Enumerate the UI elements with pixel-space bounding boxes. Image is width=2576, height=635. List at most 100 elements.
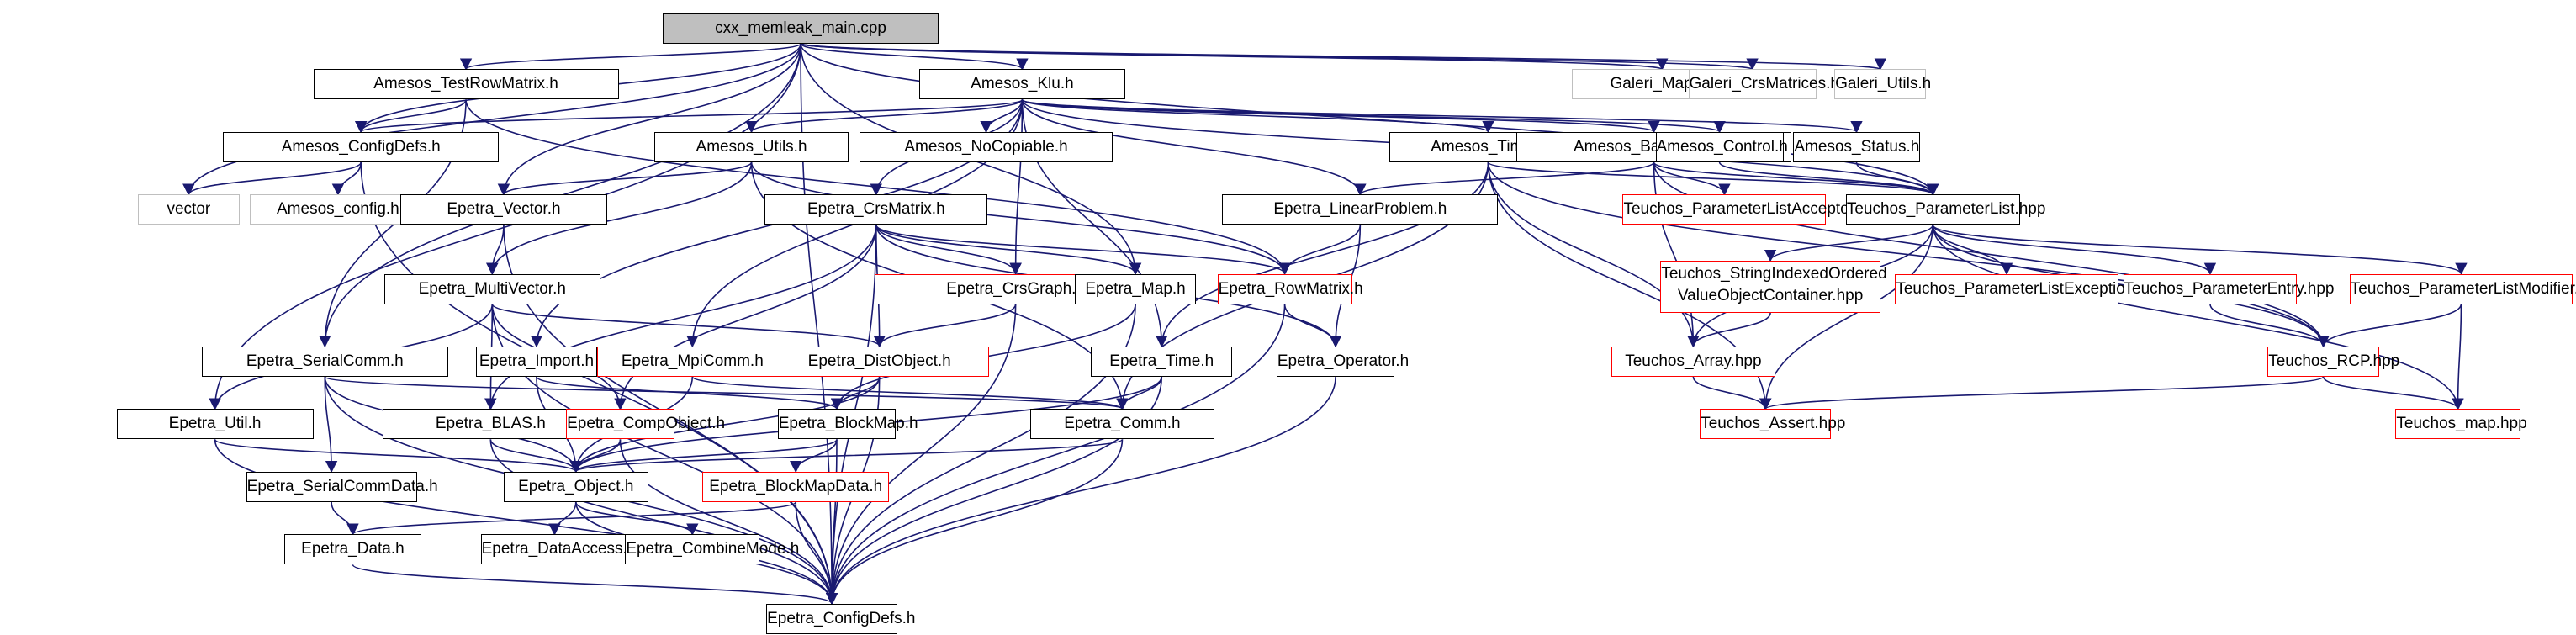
edge-teuchos_rcp-to-teuchos_map (2322, 376, 2464, 410)
node-teuchos-rcp[interactable]: Teuchos_RCP.hpp (2267, 346, 2400, 377)
node-label: Epetra_ConfigDefs.h (767, 609, 916, 627)
node-label: Epetra_LinearProblem.h (1273, 200, 1447, 219)
node-label: Epetra_BLAS.h (435, 415, 546, 433)
edge-amesos_time-to-teuchos_parameterlist (1487, 161, 1939, 196)
edge-amesos_klu-to-amesos_configdefs (355, 98, 1024, 134)
node-teuchos-parameterlistacceptor[interactable]: Teuchos_ParameterListAcceptor.hpp (1622, 194, 1885, 225)
edge-amesos_utils-to-epetra_multivector (486, 161, 753, 275)
edge-epetra_util-to-epetra_object (214, 438, 582, 474)
node-amesos-klu[interactable]: Amesos_Klu.h (918, 69, 1126, 100)
edge-epetra_crsmatrix-to-epetra_crsgraph (875, 225, 1022, 275)
node-teuchos-parameterentry[interactable]: Teuchos_ParameterEntry.hpp (2123, 273, 2334, 304)
node-epetra-rowmatrix[interactable]: Epetra_RowMatrix.h (1217, 273, 1363, 304)
edge-epetra_crsgraph-to-epetra_distobject (873, 304, 1017, 348)
node-label: cxx_memleak_main.cpp (715, 19, 886, 37)
node-amesos-utils[interactable]: Amesos_Utils.h (654, 131, 849, 162)
node-teuchos-stringindexed[interactable]: Teuchos_StringIndexedOrdered ValueObject… (1660, 260, 1887, 313)
node-epetra-serialcommdata[interactable]: Epetra_SerialCommData.h (246, 471, 438, 502)
node-epetra-comm[interactable]: Epetra_Comm.h (1030, 409, 1214, 440)
edge-epetra_compobject-to-epetra_configdefs (619, 439, 838, 606)
node-label: Teuchos_Array.hpp (1625, 352, 1762, 370)
node-epetra-vector[interactable]: Epetra_Vector.h (400, 194, 607, 225)
node-label: Epetra_CrsMatrix.h (807, 200, 945, 219)
node-amesos-status[interactable]: Amesos_Status.h (1793, 131, 1920, 162)
node-label: Epetra_Map.h (1085, 279, 1186, 298)
node-epetra-operator[interactable]: Epetra_Operator.h (1276, 346, 1409, 377)
node-epetra-map[interactable]: Epetra_Map.h (1074, 273, 1197, 304)
edge-teuchos_parameterlistmodifier-to-teuchos_map (2452, 304, 2464, 410)
node-amesos-config[interactable]: Amesos_config.h (249, 194, 427, 225)
edge-amesos_klu-to-amesos_time (1021, 98, 1494, 134)
node-epetra-time[interactable]: Epetra_Time.h (1091, 346, 1233, 377)
edge-amesos_control-to-teuchos_parameterlist (1718, 161, 1939, 196)
node-epetra-serialcomm[interactable]: Epetra_SerialComm.h (201, 346, 448, 377)
node-amesos-testrowmatrix[interactable]: Amesos_TestRowMatrix.h (313, 69, 619, 100)
node-epetra-multivector[interactable]: Epetra_MultiVector.h (383, 273, 601, 304)
node-epetra-blas[interactable]: Epetra_BLAS.h (382, 409, 600, 440)
edge-teuchos_rcp-to-teuchos_assert (1759, 376, 2325, 410)
node-epetra-linearproblem[interactable]: Epetra_LinearProblem.h (1222, 194, 1499, 225)
edge-epetra_distobject-to-epetra_object (569, 376, 881, 474)
node-galeri-crsmatrices[interactable]: Galeri_CrsMatrices.h (1688, 69, 1839, 100)
edge-teuchos_parameterlist-to-teuchos_stringindexed (1764, 225, 1934, 262)
node-epetra-compobject[interactable]: Epetra_CompObject.h (566, 409, 726, 440)
node-label: Epetra_CombineMode.h (626, 540, 800, 558)
node-galeri-utils[interactable]: Galeri_Utils.h (1834, 69, 1932, 100)
edge-teuchos_parameterlist-to-teuchos_parameterlistmodifier (1932, 224, 2468, 275)
node-label: Epetra_Vector.h (447, 200, 561, 219)
node-label: Epetra_Util.h (168, 415, 262, 433)
node-label: Amesos_config.h (277, 200, 399, 219)
node-epetra-blockmapdata[interactable]: Epetra_BlockMapData.h (702, 471, 890, 502)
node-epetra-data[interactable]: Epetra_Data.h (283, 534, 422, 565)
node-label: Galeri_Utils.h (1835, 75, 1932, 93)
edge-epetra_blockmap-to-epetra_configdefs (825, 439, 838, 606)
node-label: Epetra_BlockMapData.h (709, 477, 883, 495)
node-label: Teuchos_RCP.hpp (2268, 352, 2400, 370)
node-epetra-mpicomm[interactable]: Epetra_MpiComm.h (597, 346, 788, 377)
node-label: Teuchos_ParameterListModifier.hpp (2350, 279, 2576, 298)
edge-teuchos_parameterlistmodifier-to-teuchos_rcp (2317, 304, 2462, 348)
node-label: Epetra_RowMatrix.h (1218, 279, 1363, 298)
node-amesos-control[interactable]: Amesos_Control.h (1655, 131, 1788, 162)
node-label: Teuchos_ParameterListExceptions.hpp (1896, 279, 2173, 298)
node-epetra-distobject[interactable]: Epetra_DistObject.h (769, 346, 990, 377)
edge-amesos_klu-to-amesos_utils (745, 98, 1024, 134)
node-label: Epetra_Comm.h (1064, 415, 1181, 433)
node-epetra-import[interactable]: Epetra_Import.h (475, 346, 598, 377)
node-label: Amesos_ConfigDefs.h (281, 137, 441, 156)
node-teuchos-array[interactable]: Teuchos_Array.hpp (1611, 346, 1775, 377)
edge-amesos_status-to-teuchos_parameterlist (1855, 161, 1939, 196)
node-amesos-configdefs[interactable]: Amesos_ConfigDefs.h (223, 131, 500, 162)
node-vector[interactable]: vector (137, 194, 240, 225)
node-epetra-crsmatrix[interactable]: Epetra_CrsMatrix.h (764, 194, 988, 225)
edge-amesos_klu-to-amesos_status (1021, 98, 1863, 134)
edge-cxx_memleak_main-to-vector (182, 43, 801, 196)
node-cxx-memleak-main[interactable]: cxx_memleak_main.cpp (663, 13, 939, 44)
edge-amesos_klu-to-epetra_linearproblem (1021, 99, 1367, 196)
edge-epetra_serialcomm-to-epetra_serialcommdata (324, 376, 338, 474)
edge-epetra_multivector-to-epetra_distobject (491, 303, 886, 348)
edge-epetra_serialcomm-to-epetra_comm (324, 376, 1129, 410)
node-label: Epetra_BlockMap.h (778, 415, 918, 433)
node-teuchos-parameterlistexceptions[interactable]: Teuchos_ParameterListExceptions.hpp (1895, 273, 2173, 304)
node-amesos-nocopiable[interactable]: Amesos_NoCopiable.h (860, 131, 1113, 162)
edge-amesos_basesolver-to-teuchos_parameterlistacceptor (1653, 161, 1731, 196)
node-label: Epetra_DistObject.h (807, 352, 951, 370)
node-epetra-blockmap[interactable]: Epetra_BlockMap.h (777, 409, 918, 440)
node-label: Epetra_Object.h (518, 477, 634, 495)
edge-epetra_blas-to-epetra_configdefs (489, 439, 838, 606)
node-teuchos-parameterlist[interactable]: Teuchos_ParameterList.hpp (1845, 194, 2045, 225)
node-epetra-util[interactable]: Epetra_Util.h (116, 409, 314, 440)
node-teuchos-parameterlistmodifier[interactable]: Teuchos_ParameterListModifier.hpp (2349, 273, 2576, 304)
edge-epetra_crsmatrix-to-epetra_rowmatrix (875, 225, 1291, 275)
node-epetra-configdefs[interactable]: Epetra_ConfigDefs.h (766, 603, 916, 634)
node-teuchos-assert[interactable]: Teuchos_Assert.hpp (1700, 409, 1845, 440)
edge-epetra_util-to-epetra_configdefs (214, 439, 838, 606)
node-epetra-object[interactable]: Epetra_Object.h (503, 471, 648, 502)
node-epetra-dataaccess[interactable]: Epetra_DataAccess.h (480, 534, 636, 565)
node-epetra-combinemode[interactable]: Epetra_CombineMode.h (625, 534, 800, 565)
node-label: vector (167, 200, 211, 219)
edge-teuchos_parameterlist-to-teuchos_parameterlistexceptions (1932, 225, 2013, 275)
node-teuchos-map[interactable]: Teuchos_map.hpp (2395, 409, 2527, 440)
node-label: Epetra_CompObject.h (567, 415, 726, 433)
